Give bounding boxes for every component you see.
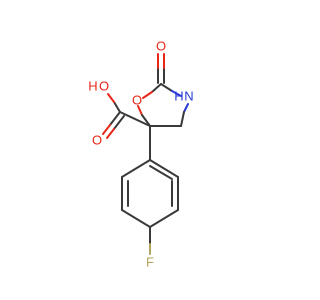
bond-n3-c4-n: [183, 103, 189, 113]
bond-ar4: [121, 209, 151, 228]
bond-c-o-double-a: [109, 111, 121, 126]
bond-o1-c5-o: [137, 105, 143, 116]
bond-c2-o1: [151, 83, 162, 93]
bond-c-o-double-b-o: [106, 128, 115, 139]
atom-nh-hydrogen: H: [174, 89, 183, 104]
bond-c2-n3: [160, 83, 173, 92]
carboxylic-acid-group: [102, 93, 151, 139]
fluorophenyl-ring: [121, 125, 179, 255]
bond-ar6-inner: [149, 165, 173, 180]
bond-c-o-double-b: [113, 115, 125, 130]
bond-c-oh-o: [107, 93, 115, 103]
bond-ar3: [149, 209, 179, 228]
atom-fluorine: F: [146, 255, 154, 270]
oxazolidinone-ring: [137, 53, 189, 127]
atom-ring-oxygen: O: [132, 93, 142, 108]
atom-hydroxyl-hydrogen: H: [88, 79, 97, 94]
bond-c-oh: [113, 101, 121, 113]
atom-carboxyl-oxygen: O: [92, 133, 102, 148]
bond-ar1: [149, 159, 179, 178]
atom-carbonyl-oxygen: O: [156, 39, 166, 54]
bond-c2-n3-n: [171, 90, 182, 97]
bond-o1-c5: [141, 114, 151, 127]
bond-n3-c4: [180, 111, 185, 127]
bond-c5-ccooh: [119, 111, 151, 127]
bond-c2-o1-o: [142, 91, 153, 99]
bond-ar6: [121, 159, 151, 178]
molecule-structure: O O H N O H O F: [88, 39, 193, 270]
bond-c-o-double-a-o: [102, 124, 111, 135]
atom-labels: O O H N O H O F: [88, 39, 193, 270]
atom-hydroxyl-oxygen: O: [99, 79, 109, 94]
atom-ring-nitrogen: N: [184, 89, 193, 104]
